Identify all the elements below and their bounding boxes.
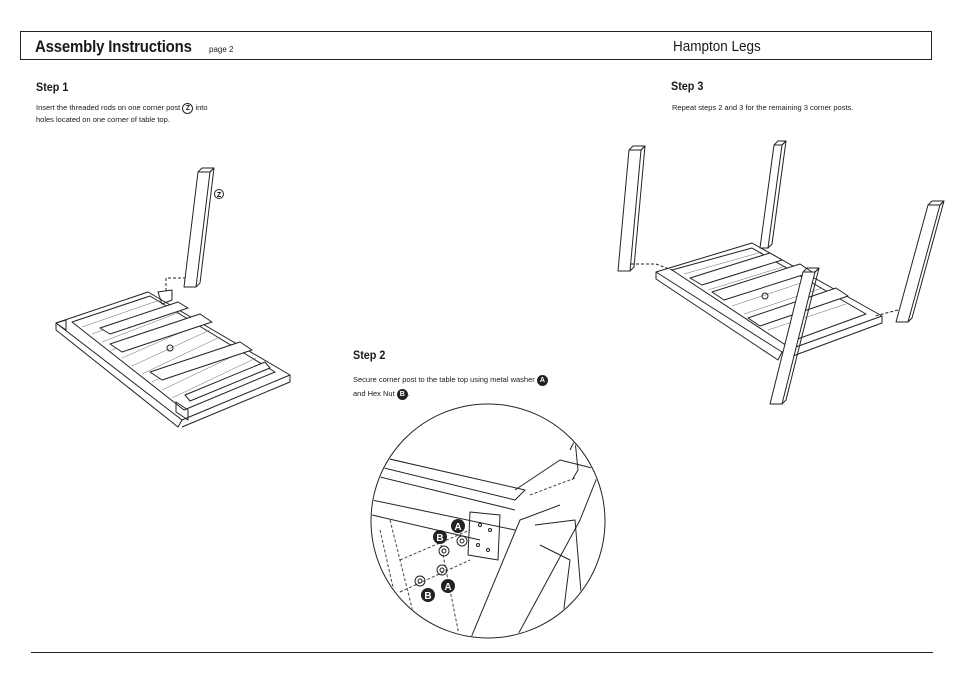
step-3-text: Repeat steps 2 and 3 for the remaining 3…: [672, 103, 854, 112]
step-2-detail-illustration: [370, 403, 606, 639]
document-title: Assembly Instructions: [35, 37, 192, 56]
step-1-text-line2: holes located on one corner of table top…: [36, 115, 170, 124]
step-1-text: Insert the threaded rods on one corner p…: [36, 103, 181, 112]
step-2-text-end: .: [407, 389, 410, 398]
nut-b-label-bottom: B: [424, 591, 431, 602]
nut-b-callout-bottom: B: [421, 588, 435, 602]
footer-divider: [31, 652, 933, 653]
washer-a-badge: A: [536, 374, 548, 386]
step-1-table-illustration: [55, 167, 291, 428]
part-z-callout: [214, 189, 224, 199]
step-3-title: Step 3: [671, 79, 704, 93]
washer-a-callout-bottom: A: [441, 579, 455, 593]
product-name: Hampton Legs: [673, 38, 761, 55]
nut-b-badge: B: [396, 388, 408, 400]
part-z-badge: Z: [182, 102, 194, 114]
step-1-instructions: Insert the threaded rods on one corner p…: [36, 102, 256, 126]
washer-a-callout-top: A: [451, 519, 465, 533]
step-1-text-after: into: [195, 103, 208, 112]
washer-a-label-bottom: A: [444, 582, 451, 593]
step-3-table-illustration: [617, 140, 945, 405]
page-number: page 2: [209, 45, 234, 54]
step-2-text-line2: and Hex Nut: [353, 389, 395, 398]
step-2-title: Step 2: [353, 348, 386, 362]
step-2-text-line1: Secure corner post to the table top usin…: [353, 375, 535, 384]
step-2-instructions: Secure corner post to the table top usin…: [353, 373, 593, 401]
step-1-title: Step 1: [36, 80, 69, 94]
part-z-callout-label: Z: [217, 192, 222, 199]
nut-b-callout-top: B: [433, 530, 447, 544]
title-bar: Assembly Instructions page 2 Hampton Leg…: [20, 31, 932, 60]
nut-b-label-top: B: [436, 533, 443, 544]
washer-a-label-top: A: [454, 522, 461, 533]
